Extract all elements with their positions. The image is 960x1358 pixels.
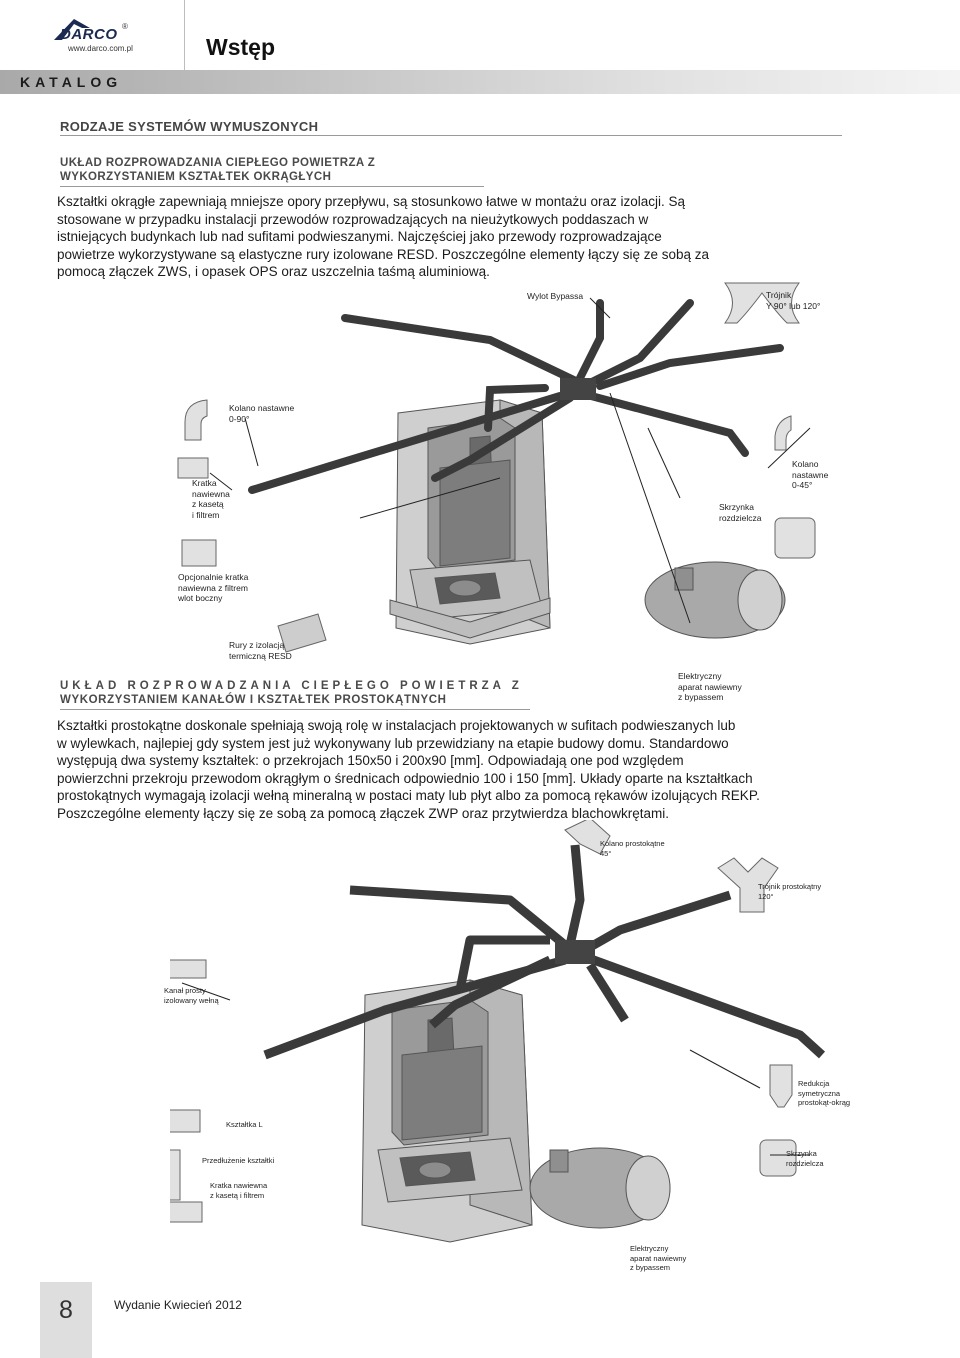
duct-network — [263, 844, 826, 1060]
label-straight-duct: Kanał prosty izolowany wełną — [164, 986, 219, 1005]
paragraph-line: występują dwa systemy kształtek: o przek… — [57, 753, 684, 769]
rectangular-duct-illustration — [170, 820, 826, 1243]
logo-roof-icon — [54, 19, 90, 40]
circular-system-heading: UKŁAD ROZPROWADZANIA CIEPŁEGO POWIETRZA … — [60, 156, 375, 184]
catalog-label: KATALOG — [20, 74, 123, 90]
label-tee: Trójnik Y 90° lub 120° — [766, 290, 821, 311]
fan-unit-illustration — [644, 561, 786, 639]
brand-website[interactable]: www.darco.com.pl — [68, 44, 133, 53]
label-extension: Przedłużenie kształtki — [202, 1156, 275, 1165]
flex-pipe-shape — [277, 613, 327, 653]
edition-label: Wydanie Kwiecień 2012 — [114, 1298, 242, 1312]
optional-grille-shape — [181, 539, 217, 567]
label-grille-filter: Kratka nawiewna z kasetą i filtrem — [210, 1181, 268, 1200]
label-fan-with-bypass: Elektryczny aparat nawiewny z bypassem — [630, 1244, 687, 1272]
label-l-fitting: Kształtka L — [226, 1120, 263, 1129]
section-title: RODZAJE SYSTEMÓW WYMUSZONYCH — [60, 119, 319, 134]
paragraph-line: Kształtki prostokątne doskonale spełniaj… — [57, 718, 736, 733]
label-grille-filter: Kratka nawiewna z kasetą i filtrem — [192, 478, 230, 520]
section-divider — [60, 135, 842, 136]
label-bypass-outlet: Wylot Bypassa — [527, 291, 584, 301]
label-fan-with-bypass: Elektryczny aparat nawiewny z bypassem — [678, 671, 742, 702]
rect-tee-shape — [717, 857, 779, 913]
label-reducer: Redukcja symetryczna prostokąt-okrąg — [798, 1079, 851, 1107]
grille-shape — [170, 1201, 203, 1223]
label-rect-elbow: Kolano prostokątne 45° — [600, 839, 665, 858]
paragraph-line: prostokątnych wymagają izolacji wełną mi… — [57, 788, 760, 804]
box-fitting-shape — [759, 1139, 797, 1177]
paragraph-line: powierzchni przekroju przewodom okrągłym… — [57, 770, 753, 786]
circular-duct-diagram: Wylot Bypassa Trójnik Y 90° lub 120° Kol… — [170, 278, 860, 670]
label-distribution-box: Skrzynka rozdzielcza — [719, 502, 762, 523]
label-distribution-box: Skrzynka rozdzielcza — [786, 1149, 824, 1168]
distribution-box-shape — [560, 378, 596, 400]
paragraph-line: istniejących budynkach lub nad sufitami … — [57, 229, 662, 245]
fan-unit-illustration — [529, 1147, 671, 1229]
circular-duct-illustration — [177, 282, 816, 653]
elbow-fitting-shape — [184, 399, 208, 441]
extension-shape — [170, 1149, 181, 1201]
brand-logo — [0, 0, 185, 70]
tee-fitting-shape — [724, 282, 800, 324]
rectangular-system-paragraph: Kształtki prostokątne doskonale spełniaj… — [57, 717, 843, 823]
duct-network — [248, 299, 784, 494]
paragraph-line: Kształtki okrągłe zapewniają mniejsze op… — [57, 194, 686, 209]
l-fitting-shape — [170, 1109, 201, 1133]
paragraph-line: powietrze wykorzystywane są elastyczne r… — [57, 246, 710, 262]
box-fitting-shape — [774, 517, 816, 559]
grille-shape — [177, 457, 209, 479]
page-title: Wstęp — [206, 34, 275, 60]
label-optional-grille: Opcjonalnie kratka nawiewna z filtrem wl… — [178, 572, 249, 603]
subsection-divider — [60, 186, 484, 187]
elbow-45-shape — [774, 415, 792, 451]
registered-mark: ® — [122, 22, 128, 31]
heading-line: WYKORZYSTANIEM KSZTAŁTEK OKRĄGŁYCH — [60, 171, 332, 183]
label-rect-tee: Trójnik prostokątny 120° — [758, 882, 822, 901]
rect-elbow-shape — [564, 820, 611, 855]
subsection-divider — [60, 709, 530, 710]
label-resd-pipes: Rury z izolacją termiczną RESD — [229, 640, 292, 661]
page-number-tab — [40, 1282, 92, 1358]
paragraph-line: pomocą złączek ZWS, i opasek OPS oraz us… — [57, 264, 490, 280]
label-elbow-0-90: Kolano nastawne 0-90° — [229, 403, 295, 424]
page-number: 8 — [59, 1296, 73, 1324]
fireplace-stove-illustration — [361, 979, 533, 1243]
brand-name: DARCO — [60, 26, 118, 43]
heading-line: UKŁAD ROZPROWADZANIA CIEPŁEGO POWIETRZA … — [60, 157, 376, 169]
label-elbow-0-45: Kolano nastawne 0-45° — [792, 459, 829, 490]
paragraph-line: Poszczególne elementy łączy się ze sobą … — [57, 805, 670, 821]
rectangular-system-heading: UKŁAD ROZPROWADZANIA CIEPŁEGO POWIETRZA … — [60, 679, 523, 707]
heading-line: WYKORZYSTANIEM KANAŁÓW I KSZTAŁTEK PROST… — [60, 694, 447, 706]
catalog-bar — [0, 70, 960, 94]
circular-system-paragraph: Kształtki okrągłe zapewniają mniejsze op… — [57, 193, 843, 281]
distribution-box-shape — [555, 940, 595, 964]
header-divider — [184, 0, 185, 70]
paragraph-line: stosowane w przypadku instalacji przewod… — [57, 211, 649, 227]
heading-line: UKŁAD ROZPROWADZANIA CIEPŁEGO POWIETRZA … — [60, 680, 523, 692]
paragraph-line: w wylewkach, najlepiej gdy system jest j… — [57, 735, 729, 751]
rectangular-duct-diagram: Kolano prostokątne 45° Trójnik prostokąt… — [164, 820, 860, 1275]
reducer-shape — [769, 1064, 793, 1108]
straight-duct-shape — [170, 959, 207, 979]
